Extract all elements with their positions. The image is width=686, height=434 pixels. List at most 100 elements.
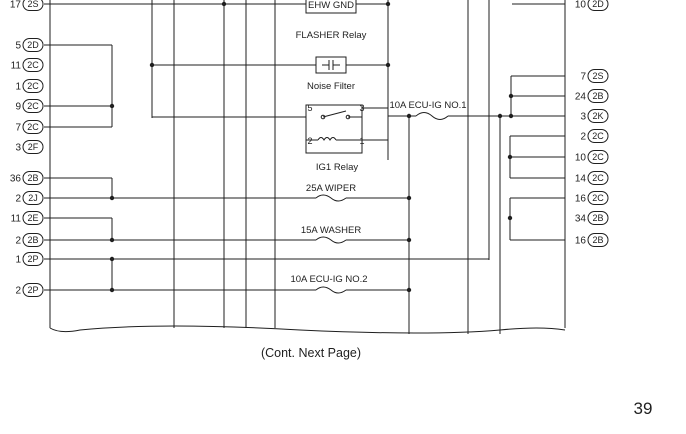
fuse-wiper: 25A WIPER	[306, 183, 356, 202]
right-pin-number: 3	[580, 112, 586, 123]
left-pin-callout: 1 2P	[15, 252, 44, 266]
left-connector-id: 2P	[27, 285, 38, 295]
right-connector-id: 2K	[592, 111, 603, 121]
right-connector-id: 2B	[592, 213, 603, 223]
left-connector-id: 2F	[28, 142, 39, 152]
flasher-relay: EHW GND FLASHER Relay	[296, 0, 367, 41]
left-connector-id: 2D	[27, 40, 39, 50]
ig1-pin-1: 1	[359, 136, 364, 146]
right-pin-number: 16	[575, 194, 587, 205]
left-connector-id: 2C	[27, 60, 39, 70]
noise-filter-label: Noise Filter	[307, 81, 355, 92]
left-pin-number: 36	[10, 174, 22, 185]
right-connector-badge	[587, 171, 609, 185]
left-connector-id: 2B	[27, 235, 38, 245]
left-pin-callout: 3 2F	[15, 140, 44, 154]
left-pin-number: 1	[15, 82, 21, 93]
left-connector-badge	[22, 0, 44, 11]
left-connector-badge	[22, 171, 44, 185]
right-connector-badge	[587, 89, 609, 103]
page-number: 39	[634, 399, 653, 418]
left-pin-callout: 7 2C	[15, 120, 44, 134]
fuse-ecu-ig-no2-label: 10A ECU-IG NO.2	[290, 274, 367, 285]
fuse-ecu-ig-no2: 10A ECU-IG NO.2	[290, 274, 368, 294]
left-pin-callout: 11 2C	[11, 58, 44, 72]
right-connector-badge	[587, 211, 609, 225]
right-connector-badge	[587, 129, 609, 143]
left-connector-badge	[22, 191, 44, 205]
right-pin-number: 10	[575, 153, 587, 164]
left-connector-id: 2E	[27, 213, 38, 223]
right-connector-id: 2C	[592, 152, 604, 162]
right-connector-id: 2C	[592, 131, 604, 141]
right-connector-badge	[587, 233, 609, 247]
flasher-ehw-gnd-label: EHW GND	[308, 0, 354, 11]
right-pin-callout: 2 2C	[580, 129, 609, 143]
left-pin-number: 2	[15, 236, 21, 247]
fuse-washer-label: 15A WASHER	[301, 225, 362, 236]
left-connector-badge	[22, 140, 44, 154]
ig1-pin-5: 5	[307, 103, 312, 113]
left-connector-badge	[22, 252, 44, 266]
ig1-relay: 5 3 2 1 IG1 Relay	[305, 103, 365, 173]
left-connector-id: 2P	[27, 254, 38, 264]
left-pin-callout: 1 2C	[15, 79, 44, 93]
left-pin-number: 7	[15, 123, 21, 134]
left-connector-badge	[22, 120, 44, 134]
right-pin-callout: 3 2K	[580, 109, 609, 123]
ig1-pin-3: 3	[359, 103, 364, 113]
right-connector-id: 2C	[592, 193, 604, 203]
left-connector-id: 2C	[27, 122, 39, 132]
junction-block-outline	[49, 0, 566, 334]
flasher-relay-label: FLASHER Relay	[296, 30, 367, 41]
left-pin-number: 3	[15, 143, 21, 154]
right-connector-badge	[587, 109, 609, 123]
left-pin-number: 11	[11, 214, 22, 225]
right-pin-number: 16	[575, 236, 587, 247]
left-pin-callout: 36 2B	[10, 171, 44, 185]
junction-dots	[109, 1, 514, 293]
left-connector-id: 2J	[28, 193, 38, 203]
left-connector-badge	[22, 233, 44, 247]
left-pin-callout: 2 2B	[15, 233, 44, 247]
left-pin-number: 2	[15, 286, 21, 297]
right-connector-badge	[587, 0, 609, 11]
right-pin-number: 7	[580, 72, 586, 83]
right-pin-number: 14	[575, 174, 587, 185]
left-connector-badge	[22, 211, 44, 225]
horizontal-wires	[44, 3, 565, 291]
right-pin-number: 24	[575, 92, 587, 103]
right-connector-id: 2C	[592, 173, 604, 183]
left-pin-number: 11	[11, 61, 22, 72]
right-pin-number: 10	[575, 0, 587, 11]
left-pin-callout: 2 2J	[15, 191, 44, 205]
left-pin-number: 17	[10, 0, 22, 11]
left-connector-id: 2S	[27, 0, 38, 9]
fuse-ecu-ig-no1-label: 10A ECU-IG NO.1	[389, 100, 466, 111]
ig1-pin-2: 2	[307, 136, 312, 146]
left-connector-id: 2C	[27, 101, 39, 111]
ig1-relay-label: IG1 Relay	[316, 162, 358, 173]
left-pin-callout: 2 2P	[15, 283, 44, 297]
right-pin-number: 2	[580, 132, 586, 143]
right-connector-id: 2D	[592, 0, 604, 9]
left-pin-number: 1	[15, 255, 21, 266]
left-connector-id: 2B	[27, 173, 38, 183]
right-connector-id: 2S	[592, 71, 603, 81]
left-pin-callout: 11 2E	[11, 211, 44, 225]
right-connector-badge	[587, 191, 609, 205]
right-connector-badge	[587, 69, 609, 83]
right-pin-callout: 10 2C	[575, 150, 609, 164]
right-pin-callout: 16 2C	[575, 191, 609, 205]
fuse-wiper-label: 25A WIPER	[306, 183, 356, 194]
right-connector-id: 2B	[592, 91, 603, 101]
fuse-washer: 15A WASHER	[301, 225, 362, 244]
right-pin-callout: 7 2S	[580, 69, 609, 83]
left-connector-id: 2C	[27, 81, 39, 91]
left-pin-number: 2	[15, 194, 21, 205]
right-pin-callout: 14 2C	[575, 171, 609, 185]
